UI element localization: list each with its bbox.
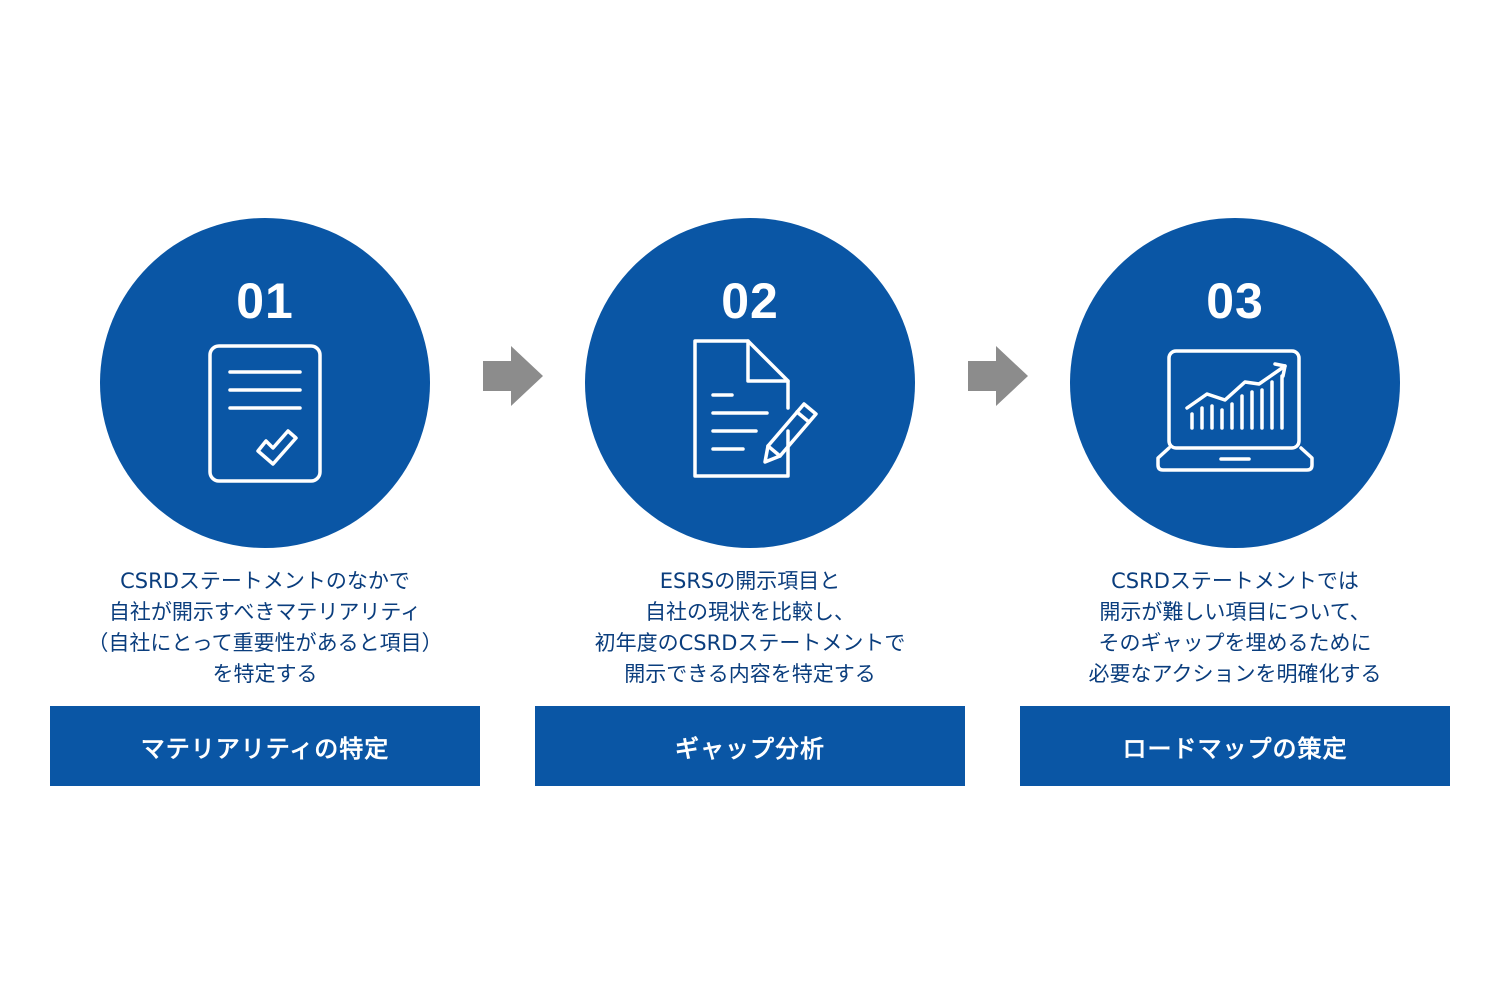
- step-description: CSRDステートメントでは 開示が難しい項目について、 そのギャップを埋めるため…: [1020, 566, 1450, 690]
- description-line: を特定する: [212, 662, 318, 686]
- description-line: CSRDステートメントでは: [1111, 569, 1359, 593]
- description-line: 開示できる内容を特定する: [624, 662, 876, 686]
- step-label: マテリアリティの特定: [140, 734, 390, 763]
- step-1: 01 CSRDステートメントのなかで 自社が開示すべきマテリアリティ （自社にと…: [50, 0, 480, 1000]
- description-line: 必要なアクションを明確化する: [1088, 662, 1382, 686]
- step-number: 02: [721, 273, 779, 329]
- description-line: そのギャップを埋めるために: [1098, 631, 1372, 655]
- description-line: 自社の現状を比較し、: [645, 600, 855, 624]
- step-description: CSRDステートメントのなかで 自社が開示すべきマテリアリティ （自社にとって重…: [50, 566, 480, 690]
- step-circle: 01: [100, 218, 430, 548]
- step-2: 02 ESRSの開示項目と 自社の現状を比較し、 初年度のCSRDステートメント…: [535, 0, 965, 1000]
- description-line: 初年度のCSRDステートメントで: [594, 631, 906, 655]
- description-line: ESRSの開示項目と: [659, 569, 841, 593]
- step-label-box: ギャップ分析: [535, 706, 965, 786]
- step-label-box: マテリアリティの特定: [50, 706, 480, 786]
- step-number: 01: [236, 273, 294, 329]
- step-label-box: ロードマップの策定: [1020, 706, 1450, 786]
- step-number: 03: [1206, 273, 1264, 329]
- arrow-right-icon: [968, 346, 1028, 406]
- laptop-chart-icon: [1156, 349, 1314, 472]
- step-circle: 03: [1070, 218, 1400, 548]
- description-line: 自社が開示すべきマテリアリティ: [108, 600, 422, 624]
- step-3: 03 CSRDステートメントでは 開示が難しい項目について、 そのギャップを埋め…: [1020, 0, 1450, 1000]
- step-description: ESRSの開示項目と 自社の現状を比較し、 初年度のCSRDステートメントで 開…: [535, 566, 965, 690]
- step-circle: 02: [585, 218, 915, 548]
- arrow-right-icon: [483, 346, 543, 406]
- description-line: 開示が難しい項目について、: [1099, 600, 1371, 624]
- document-check-icon: [208, 344, 322, 483]
- step-label: ギャップ分析: [675, 734, 825, 763]
- description-line: CSRDステートメントのなかで: [120, 569, 410, 593]
- step-label: ロードマップの策定: [1122, 734, 1348, 763]
- description-line: （自社にとって重要性があると項目）: [87, 631, 443, 655]
- document-pencil-icon: [693, 339, 818, 478]
